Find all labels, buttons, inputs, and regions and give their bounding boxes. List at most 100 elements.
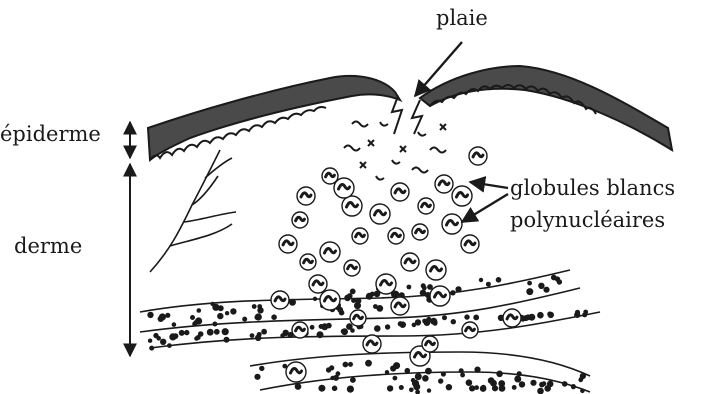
red-blood-cell bbox=[473, 315, 479, 321]
red-blood-cell bbox=[415, 390, 420, 394]
red-blood-cell bbox=[399, 385, 404, 390]
white-blood-cell bbox=[376, 274, 396, 294]
white-blood-cell bbox=[344, 260, 360, 276]
red-blood-cell bbox=[374, 325, 381, 332]
dermal-branch bbox=[150, 150, 236, 272]
red-blood-cell bbox=[321, 323, 328, 330]
red-blood-cell bbox=[341, 329, 346, 334]
red-blood-cell bbox=[425, 368, 432, 375]
red-blood-cell bbox=[583, 310, 588, 315]
debris-mark bbox=[400, 146, 406, 152]
red-blood-cell bbox=[207, 329, 214, 336]
white-blood-cell bbox=[292, 322, 308, 338]
red-blood-cell bbox=[317, 331, 324, 338]
debris-mark bbox=[344, 146, 360, 151]
red-blood-cell bbox=[197, 308, 202, 313]
white-blood-cell bbox=[435, 175, 453, 193]
red-blood-cell bbox=[393, 362, 400, 369]
white-blood-cell bbox=[442, 214, 462, 234]
white-blood-cell bbox=[350, 310, 366, 326]
red-blood-cell bbox=[527, 281, 532, 286]
red-blood-cell bbox=[218, 305, 224, 311]
red-blood-cell bbox=[455, 286, 461, 292]
red-blood-cell bbox=[212, 322, 217, 327]
red-blood-cell bbox=[350, 377, 356, 383]
red-blood-cell bbox=[385, 324, 390, 329]
red-blood-cell bbox=[543, 287, 549, 293]
red-blood-cell bbox=[261, 329, 267, 335]
white-blood-cell bbox=[430, 286, 450, 306]
white-blood-cell bbox=[363, 335, 381, 353]
red-blood-cell bbox=[557, 279, 562, 284]
red-blood-cell bbox=[348, 362, 353, 367]
red-blood-cell bbox=[466, 379, 473, 386]
red-blood-cell bbox=[464, 314, 469, 319]
white-blood-cell bbox=[320, 290, 340, 310]
white-blood-cell bbox=[462, 322, 478, 338]
red-blood-cell bbox=[442, 315, 447, 320]
red-blood-cell bbox=[224, 337, 230, 343]
white-blood-cell bbox=[452, 186, 472, 206]
red-blood-cell bbox=[538, 283, 544, 289]
red-blood-cell bbox=[387, 385, 393, 391]
red-blood-cell bbox=[547, 381, 554, 388]
red-blood-cell bbox=[332, 386, 338, 392]
red-blood-cell bbox=[422, 375, 429, 382]
red-blood-cell bbox=[179, 330, 185, 336]
red-blood-cell bbox=[575, 310, 580, 315]
white-blood-cell bbox=[401, 253, 419, 271]
red-blood-cell bbox=[399, 321, 406, 328]
red-blood-cell bbox=[190, 315, 195, 320]
red-blood-cell bbox=[446, 384, 452, 390]
white-blood-cell bbox=[461, 235, 479, 253]
red-blood-cell bbox=[459, 368, 464, 373]
red-blood-cell bbox=[438, 378, 443, 383]
red-blood-cell bbox=[413, 383, 420, 390]
red-blood-cell bbox=[427, 388, 431, 392]
white-blood-cell bbox=[297, 187, 315, 205]
red-blood-cell bbox=[496, 277, 502, 283]
red-blood-cell bbox=[512, 385, 517, 390]
debris-mark bbox=[368, 140, 374, 146]
red-blood-cell bbox=[486, 282, 491, 287]
epiderme-label: épiderme bbox=[0, 122, 101, 146]
red-blood-cell bbox=[376, 305, 383, 312]
red-blood-cell bbox=[343, 362, 349, 368]
red-blood-cell bbox=[450, 290, 455, 295]
white-blood-cell bbox=[422, 336, 438, 352]
red-blood-cell bbox=[530, 380, 536, 386]
plaie-label: plaie bbox=[436, 6, 488, 30]
debris-mark bbox=[412, 168, 428, 173]
red-blood-cell bbox=[330, 376, 334, 380]
red-blood-cell bbox=[424, 319, 431, 326]
red-blood-cell bbox=[460, 373, 465, 378]
red-blood-cell bbox=[469, 385, 475, 391]
epidermis-right bbox=[420, 66, 672, 150]
red-blood-cell bbox=[217, 313, 223, 319]
red-blood-cell bbox=[289, 299, 296, 306]
red-blood-cell bbox=[385, 370, 389, 374]
red-blood-cell bbox=[422, 286, 427, 291]
white-blood-cell bbox=[418, 198, 434, 214]
red-blood-cell bbox=[537, 312, 544, 319]
red-blood-cell bbox=[479, 278, 483, 282]
red-blood-cell bbox=[519, 381, 525, 387]
red-blood-cell bbox=[271, 314, 277, 320]
red-blood-cell bbox=[149, 346, 154, 351]
wound-cleft bbox=[392, 96, 422, 134]
debris-mark bbox=[376, 176, 384, 180]
red-blood-cell bbox=[514, 376, 521, 383]
red-blood-cell bbox=[481, 385, 486, 390]
red-blood-cell bbox=[257, 307, 263, 313]
white-blood-cell bbox=[309, 275, 327, 293]
red-blood-cell bbox=[148, 339, 152, 343]
red-blood-cell bbox=[255, 315, 260, 320]
white-blood-cell bbox=[320, 242, 340, 262]
white-blood-cell bbox=[300, 254, 316, 270]
red-blood-cell bbox=[562, 381, 568, 387]
red-blood-cell bbox=[441, 371, 446, 376]
red-blood-cell bbox=[517, 371, 522, 376]
red-blood-cell bbox=[474, 367, 480, 373]
red-blood-cell bbox=[255, 335, 261, 341]
red-blood-cell bbox=[326, 367, 331, 372]
